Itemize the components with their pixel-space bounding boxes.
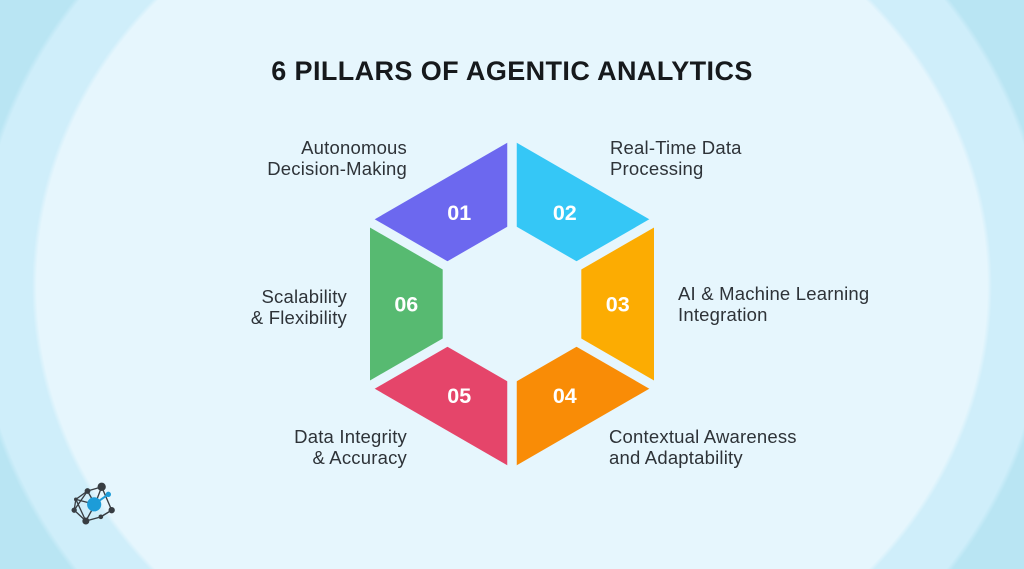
segment-gap [570,210,669,274]
segment-number-03: 03 [606,293,630,317]
segment-number-05: 05 [447,384,471,408]
hexagon-segment-04 [512,344,654,468]
segment-number-02: 02 [553,201,577,225]
network-graph-logo-icon [71,482,115,525]
segment-gap [355,210,454,274]
pillar-label-05: Data Integrity & Accuracy [294,426,407,468]
pillar-label-01: Autonomous Decision-Making [267,137,407,179]
segment-number-06: 06 [394,293,418,317]
hexagon-segment-01 [370,140,512,264]
pillar-label-03: AI & Machine Learning Integration [678,283,870,325]
page-title: 6 PILLARS OF AGENTIC ANALYTICS [271,56,753,86]
segment-gap [570,334,669,398]
pillar-label-06: Scalability & Flexibility [250,286,347,328]
pillar-label-02: Real-Time Data Processing [610,137,742,179]
hexagon-segment-05 [370,344,512,468]
hexagon-segment-03 [581,222,654,386]
segment-gap [355,334,454,398]
pillar-label-04: Contextual Awareness and Adaptability [609,426,797,468]
segment-number-04: 04 [553,384,577,408]
hexagon-segment-06 [370,222,443,386]
segment-number-01: 01 [447,201,471,225]
hexagon-segment-02 [512,140,654,264]
